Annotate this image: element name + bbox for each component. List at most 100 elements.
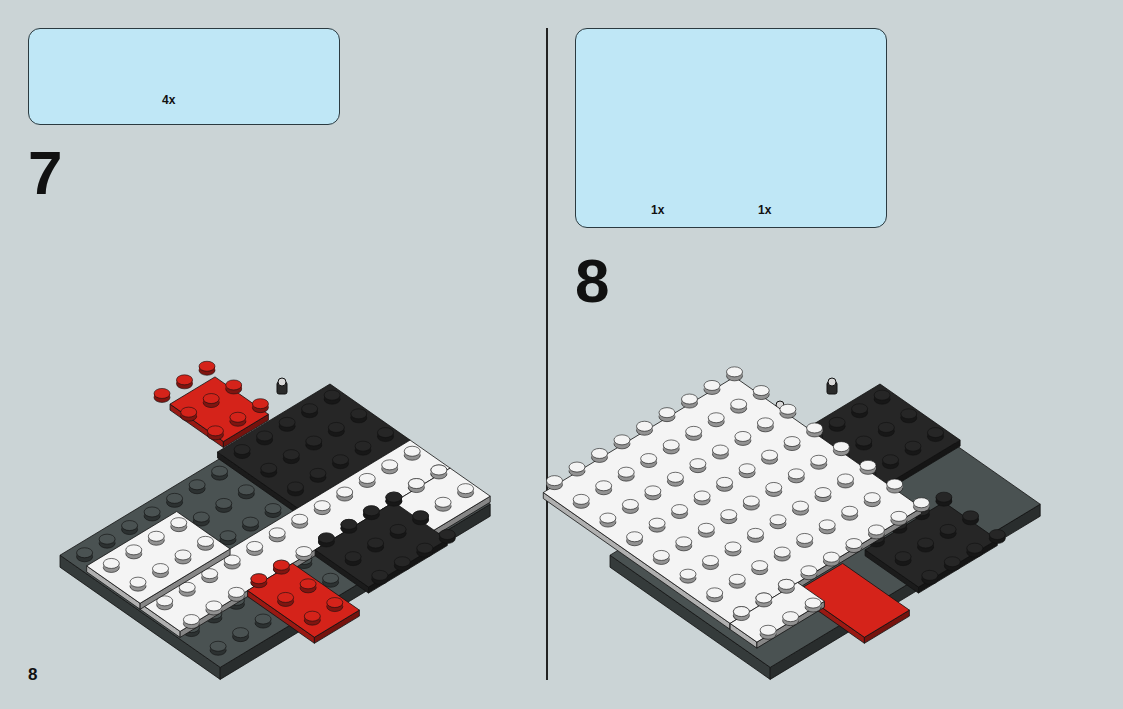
brick-shape bbox=[733, 607, 749, 617]
brick-shape bbox=[989, 530, 1005, 540]
brick-shape bbox=[368, 538, 384, 548]
brick-shape bbox=[122, 521, 138, 531]
brick-shape bbox=[641, 454, 657, 464]
brick-shape bbox=[333, 455, 349, 465]
brick-shape bbox=[378, 428, 394, 438]
brick-shape bbox=[234, 445, 250, 455]
brick-shape bbox=[805, 598, 821, 608]
brick-shape bbox=[435, 497, 451, 507]
brick-shape bbox=[103, 558, 119, 568]
brick-shape bbox=[627, 532, 643, 542]
brick-shape bbox=[672, 505, 688, 515]
brick-shape bbox=[829, 417, 845, 427]
brick-shape bbox=[458, 484, 474, 494]
brick-shape bbox=[614, 435, 630, 445]
brick-shape bbox=[390, 524, 406, 534]
brick-shape bbox=[439, 530, 455, 540]
brick-shape bbox=[359, 473, 375, 483]
brick-shape bbox=[355, 441, 371, 451]
brick-shape bbox=[891, 511, 907, 521]
step-number: 8 bbox=[575, 250, 609, 312]
brick-shape bbox=[206, 601, 222, 611]
brick-shape bbox=[703, 556, 719, 566]
brick-shape bbox=[780, 404, 796, 414]
step7-model bbox=[60, 361, 490, 679]
parts-callout: 4x bbox=[28, 28, 340, 125]
brick-shape bbox=[278, 592, 294, 602]
brick-shape bbox=[762, 450, 778, 460]
brick-shape bbox=[167, 493, 183, 503]
step-number: 7 bbox=[28, 142, 62, 204]
brick-shape bbox=[874, 390, 890, 400]
brick-shape bbox=[372, 570, 388, 580]
brick-shape bbox=[181, 407, 197, 417]
brick-shape bbox=[306, 436, 322, 446]
brick-shape bbox=[273, 560, 289, 570]
brick-shape bbox=[887, 479, 903, 489]
brick-shape bbox=[314, 501, 330, 511]
brick-shape bbox=[261, 463, 277, 473]
brick-shape bbox=[842, 506, 858, 516]
brick-shape bbox=[846, 539, 862, 549]
brick-shape bbox=[265, 504, 281, 514]
brick-shape bbox=[269, 528, 285, 538]
brick-shape bbox=[212, 466, 228, 476]
brick-shape bbox=[199, 361, 215, 371]
brick-shape bbox=[408, 479, 424, 489]
brick-shape bbox=[315, 502, 447, 587]
brick-shape bbox=[251, 574, 267, 584]
brick-shape bbox=[928, 428, 944, 438]
brick-shape bbox=[868, 525, 884, 535]
parts-callout: 1x1x bbox=[575, 28, 887, 228]
brick-shape bbox=[712, 445, 728, 455]
brick-shape bbox=[708, 413, 724, 423]
brick-shape bbox=[126, 545, 142, 555]
brick-shape bbox=[154, 388, 170, 398]
brick-shape bbox=[637, 421, 653, 431]
brick-shape bbox=[778, 579, 794, 589]
quantity: 4x bbox=[162, 93, 175, 107]
brick-shape bbox=[148, 531, 164, 541]
brick-shape bbox=[707, 588, 723, 598]
brick-shape bbox=[144, 507, 160, 517]
brick-shape bbox=[569, 462, 585, 472]
brick-shape bbox=[649, 518, 665, 528]
brick-shape bbox=[216, 498, 232, 508]
brick-shape bbox=[304, 611, 320, 621]
brick-shape bbox=[408, 479, 424, 489]
brick-shape bbox=[296, 547, 312, 557]
brick-shape bbox=[788, 469, 804, 479]
brick-shape bbox=[618, 467, 634, 477]
brick-shape bbox=[797, 533, 813, 543]
brick-shape bbox=[99, 534, 115, 544]
brick-shape bbox=[760, 625, 776, 635]
brick-shape bbox=[257, 431, 273, 441]
brick-shape bbox=[363, 506, 379, 516]
brick-shape bbox=[667, 472, 683, 482]
brick-shape bbox=[220, 531, 236, 541]
brick-shape bbox=[725, 542, 741, 552]
brick-shape bbox=[940, 524, 956, 534]
brick-shape bbox=[252, 399, 268, 409]
brick-shape bbox=[328, 422, 344, 432]
brick-shape bbox=[856, 436, 872, 446]
brick-shape bbox=[547, 476, 563, 486]
brick-shape bbox=[801, 566, 817, 576]
brick-shape bbox=[404, 446, 420, 456]
brick-shape bbox=[351, 409, 367, 419]
brick-shape bbox=[226, 380, 242, 390]
brick-shape bbox=[645, 486, 661, 496]
brick-shape bbox=[87, 512, 230, 604]
divider-line bbox=[546, 28, 548, 680]
brick-shape bbox=[413, 511, 429, 521]
brick-shape bbox=[417, 543, 433, 553]
brick-shape bbox=[686, 426, 702, 436]
brick-shape bbox=[743, 496, 759, 506]
brick-shape bbox=[413, 511, 429, 521]
brick-shape bbox=[663, 440, 679, 450]
brick-shape bbox=[922, 570, 938, 580]
brick-shape bbox=[653, 550, 669, 560]
brick-shape bbox=[596, 481, 612, 491]
brick-shape bbox=[793, 501, 809, 511]
brick-shape bbox=[283, 450, 299, 460]
